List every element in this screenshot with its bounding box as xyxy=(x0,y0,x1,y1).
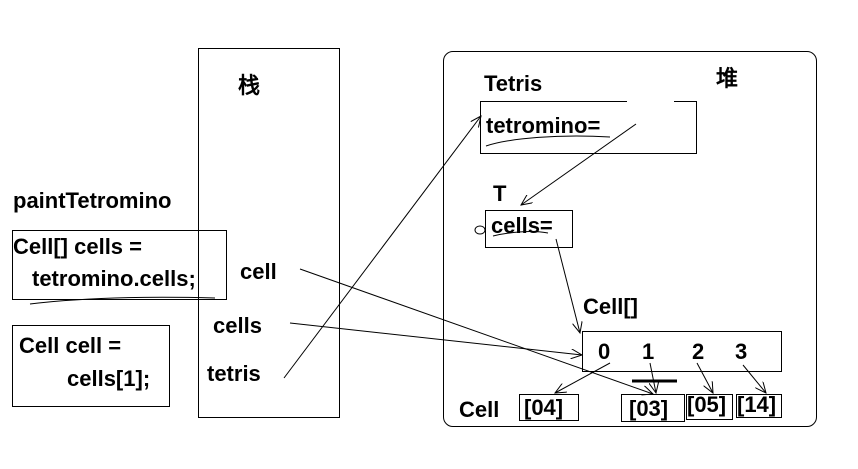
stack-var-cell: cell xyxy=(240,259,277,284)
statement-cells-line2: tetromino.cells; xyxy=(32,266,196,291)
arrow-cells-to-array xyxy=(289,322,582,355)
arrow-t-cells-to-array xyxy=(555,238,580,333)
stack-var-cells: cells xyxy=(213,313,262,338)
stack-frame xyxy=(198,48,340,418)
arrow-index0-to-cell-04 xyxy=(555,362,611,393)
array-index-3: 3 xyxy=(735,339,748,364)
cell-array-label: Cell[] xyxy=(583,294,638,319)
array-index-2: 2 xyxy=(692,339,705,364)
heap-region xyxy=(443,51,817,427)
method-name: paintTetromino xyxy=(13,188,172,213)
tetris-field-tetromino: tetromino= xyxy=(486,113,601,138)
stack-var-tetris: tetris xyxy=(207,361,261,386)
arrow-index1-to-cell-03 xyxy=(650,362,656,393)
statement-cell-line2: cells[1]; xyxy=(67,366,151,391)
underline-cells-field xyxy=(492,231,549,237)
array-index-0: 0 xyxy=(598,339,611,364)
t-object-box xyxy=(485,210,573,248)
statement-cells-line1: Cell[] cells = xyxy=(13,234,143,259)
arrow-index3-to-cell-14 xyxy=(742,364,766,393)
array-index-1: 1 xyxy=(642,339,655,364)
cell-box-05 xyxy=(686,394,733,420)
arrow-tetromino-to-t-object xyxy=(521,123,637,205)
cell-objects-label: Cell xyxy=(459,397,500,422)
underline-statement xyxy=(29,296,216,305)
cell-value-04: [04] xyxy=(524,395,564,420)
arrow-cell-to-cell-03 xyxy=(299,268,653,394)
cell-value-03: [03] xyxy=(629,396,669,421)
t-object-label: T xyxy=(493,181,507,206)
cell-value-14: [14] xyxy=(737,392,777,417)
statement-cell-line1: Cell cell = xyxy=(19,333,122,358)
stack-title: 栈 xyxy=(238,73,261,98)
cell-box-14 xyxy=(736,394,782,418)
underline-tetromino xyxy=(485,135,611,147)
cell-value-05: [05] xyxy=(687,392,727,417)
heap-title: 堆 xyxy=(716,66,739,91)
arrow-index2-to-cell-05 xyxy=(696,362,713,393)
statement-box-cell xyxy=(12,325,170,407)
statement-box-cells xyxy=(12,230,227,300)
pointer-dot xyxy=(474,225,486,235)
tetris-object-label: Tetris xyxy=(484,71,543,96)
arrow-tetris-to-tetris-object xyxy=(283,116,481,379)
cell-box-04 xyxy=(519,394,579,421)
